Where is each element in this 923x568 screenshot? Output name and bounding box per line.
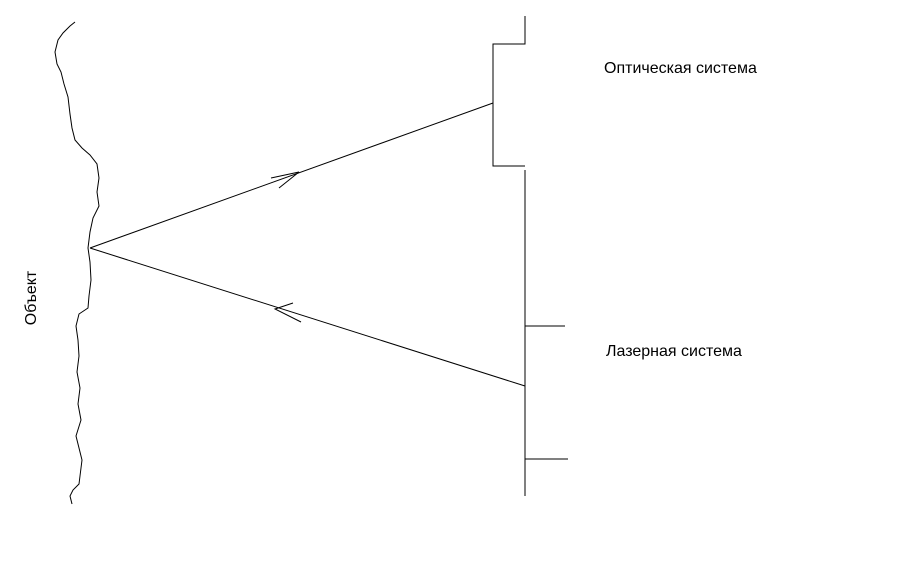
- optical-system-label: Оптическая система: [604, 60, 757, 77]
- object-label: Объект: [23, 270, 40, 325]
- laser-system-label: Лазерная система: [606, 343, 742, 360]
- laser-beam-arrow-icon: [273, 302, 302, 323]
- reflected-beam-arrow-icon: [270, 171, 300, 189]
- laser-beam-reflected: [89, 102, 494, 249]
- object-surface: [54, 21, 100, 505]
- laser-beam-incident: [89, 247, 526, 387]
- optical-system-housing: [492, 16, 526, 167]
